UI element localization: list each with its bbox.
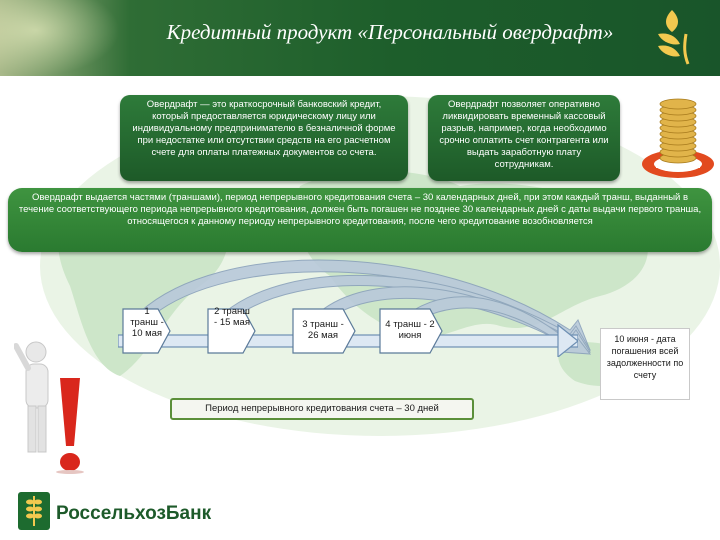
tranche-label-2: 2 транш - 15 мая bbox=[214, 306, 250, 328]
wheat-logo-icon bbox=[18, 492, 50, 530]
bank-logo-icon bbox=[658, 10, 690, 65]
repayment-deadline-box: 10 июня - дата погашения всей задолженно… bbox=[600, 328, 690, 400]
credit-period-box: Период непрерывного кредитования счета –… bbox=[170, 398, 474, 420]
overdraft-definition-box: Овердрафт — это краткосрочный банковский… bbox=[120, 95, 408, 181]
period-text: Период непрерывного кредитования счета –… bbox=[205, 403, 439, 414]
tranche-marker-4 bbox=[379, 308, 443, 354]
deadline-text: 10 июня - дата погашения всей задолженно… bbox=[606, 334, 684, 380]
tranche-timeline bbox=[118, 308, 578, 357]
benefit-text: Овердрафт позволяет оперативно ликвидиро… bbox=[439, 99, 609, 170]
overdraft-benefit-box: Овердрафт позволяет оперативно ликвидиро… bbox=[428, 95, 620, 181]
definition-text: Овердрафт — это краткосрочный банковский… bbox=[132, 99, 396, 158]
tranche-info-text: Овердрафт выдается частями (траншами), п… bbox=[18, 192, 702, 227]
coin-stack-lifebuoy-icon bbox=[642, 98, 714, 178]
header-banner: Кредитный продукт «Персональный овердраф… bbox=[0, 0, 720, 76]
wheat-decoration bbox=[0, 0, 120, 76]
person-exclamation-icon bbox=[14, 341, 84, 474]
tranche-info-box: Овердрафт выдается частями (траншами), п… bbox=[8, 188, 712, 252]
bank-name: РоссельхозБанк bbox=[56, 503, 212, 524]
tranche-label-4: 4 транш - 2 июня bbox=[385, 319, 435, 341]
tranche-marker-1 bbox=[122, 308, 171, 354]
tranche-label-1: 1 транш - 10 мая bbox=[130, 306, 164, 339]
page-title: Кредитный продукт «Персональный овердраф… bbox=[166, 20, 614, 44]
tranche-arrows bbox=[139, 259, 592, 355]
tranche-marker-2 bbox=[207, 308, 256, 354]
tranche-label-3: 3 транш - 26 мая bbox=[302, 319, 344, 341]
tranche-marker-3 bbox=[292, 308, 356, 354]
